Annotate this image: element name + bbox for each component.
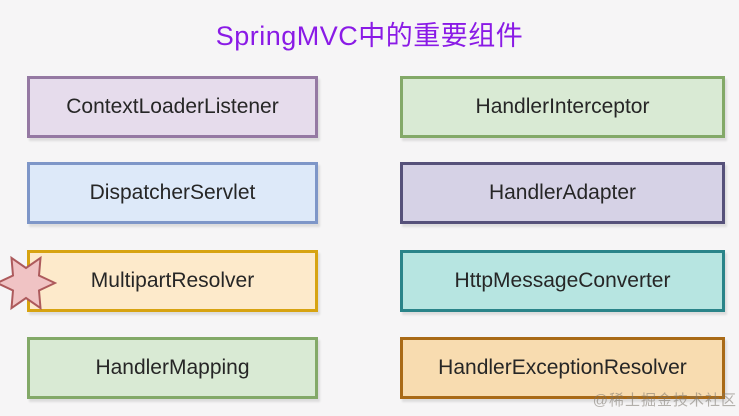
component-label: HandlerInterceptor [475, 95, 650, 118]
component-label: HandlerMapping [95, 356, 250, 379]
component-box-handlermapping: HandlerMapping [27, 337, 318, 399]
watermark: @稀土掘金技术社区 [592, 392, 737, 409]
page-title: SpringMVC中的重要组件 [215, 21, 524, 51]
component-label: HttpMessageConverter [454, 269, 671, 292]
component-label: HandlerAdapter [488, 181, 637, 204]
component-box-handleradapter: HandlerAdapter [400, 162, 725, 224]
component-label: MultipartResolver [90, 269, 255, 292]
star-burst-icon [0, 255, 57, 311]
component-box-contextloaderlistener: ContextLoaderListener [27, 76, 318, 138]
component-box-handlerinterceptor: HandlerInterceptor [400, 76, 725, 138]
component-box-multipartresolver: MultipartResolver [27, 250, 318, 312]
component-label: DispatcherServlet [89, 181, 256, 204]
component-box-handlerexceptionresolver: HandlerExceptionResolver [400, 337, 725, 399]
component-box-dispatcherservlet: DispatcherServlet [27, 162, 318, 224]
component-label: ContextLoaderListener [66, 95, 279, 118]
component-label: HandlerExceptionResolver [438, 356, 687, 379]
component-box-httpmessageconverter: HttpMessageConverter [400, 250, 725, 312]
